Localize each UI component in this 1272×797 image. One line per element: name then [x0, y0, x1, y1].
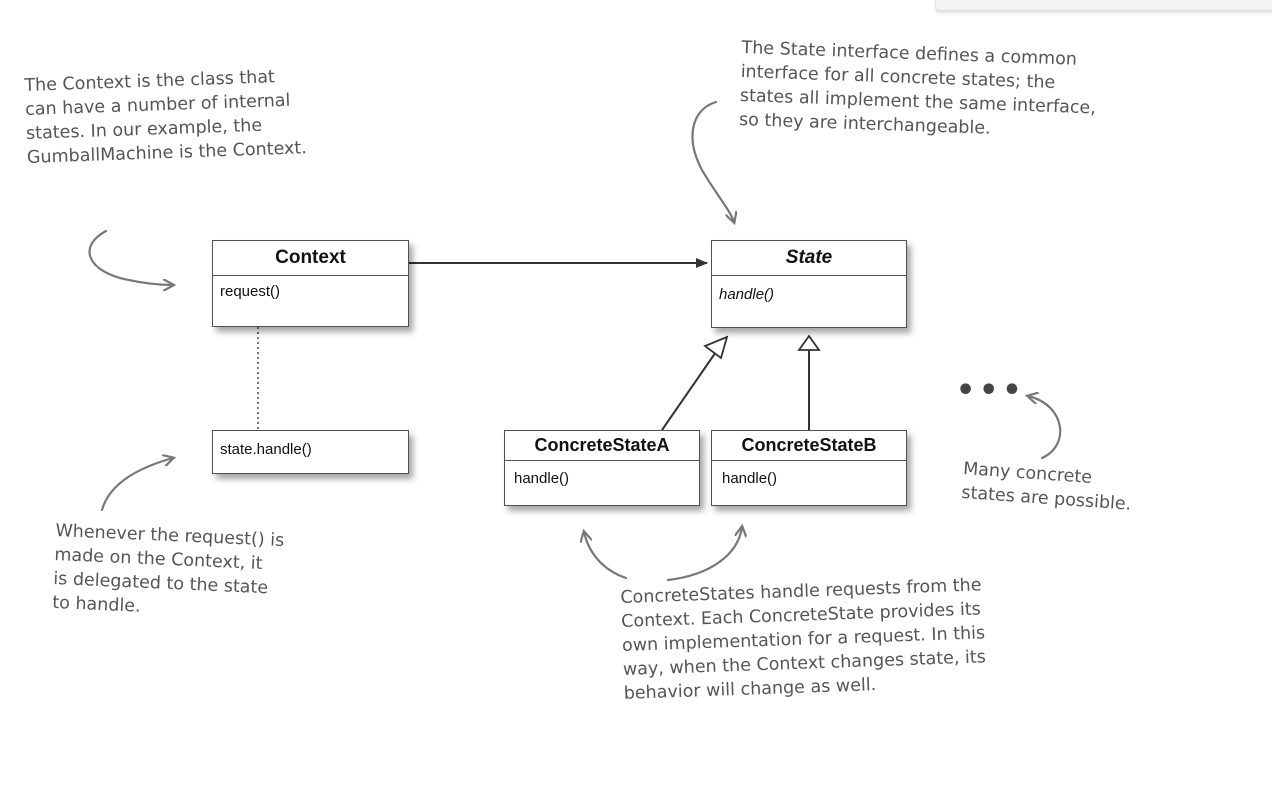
request-note-arrow — [100, 458, 173, 512]
delegation-code-box: state.handle() — [212, 430, 409, 474]
many-note-arrow — [1028, 396, 1062, 460]
concrete-states-annotation: ConcreteStates handle requests from the … — [620, 575, 987, 704]
more-states-ellipsis: ••• — [956, 373, 1026, 408]
inheritance-line-a — [661, 348, 719, 431]
concrete-state-a-box: ConcreteStateA handle() — [504, 430, 700, 506]
state-note-arrow — [691, 100, 734, 222]
context-class-name: Context — [213, 241, 408, 276]
concrete-state-b-method: handle() — [722, 470, 778, 487]
concrete-state-a-method: handle() — [514, 470, 570, 487]
concrete-state-b-box: ConcreteStateB handle() — [711, 430, 907, 506]
concrete-state-b-name: ConcreteStateB — [712, 431, 906, 461]
delegation-code: state.handle() — [220, 441, 312, 458]
inheritance-triangle-a — [703, 335, 729, 360]
context-method: request() — [220, 283, 281, 300]
context-annotation: The Context is the class that can have a… — [24, 67, 308, 168]
state-interface-name: State — [712, 241, 906, 276]
context-note-arrow — [88, 229, 173, 285]
concrete-note-arrow-right — [666, 527, 742, 582]
state-annotation: The State interface defines a common int… — [738, 37, 1097, 139]
state-interface-box: State handle() — [711, 240, 907, 328]
window-edge — [935, 0, 1272, 11]
concrete-state-a-name: ConcreteStateA — [505, 431, 699, 461]
state-method: handle() — [719, 286, 775, 303]
context-class-box: Context request() — [212, 240, 409, 327]
request-annotation: Whenever the request() is made on the Co… — [51, 520, 285, 617]
concrete-note-arrow-left — [584, 532, 628, 580]
inheritance-triangle-b — [797, 334, 821, 351]
